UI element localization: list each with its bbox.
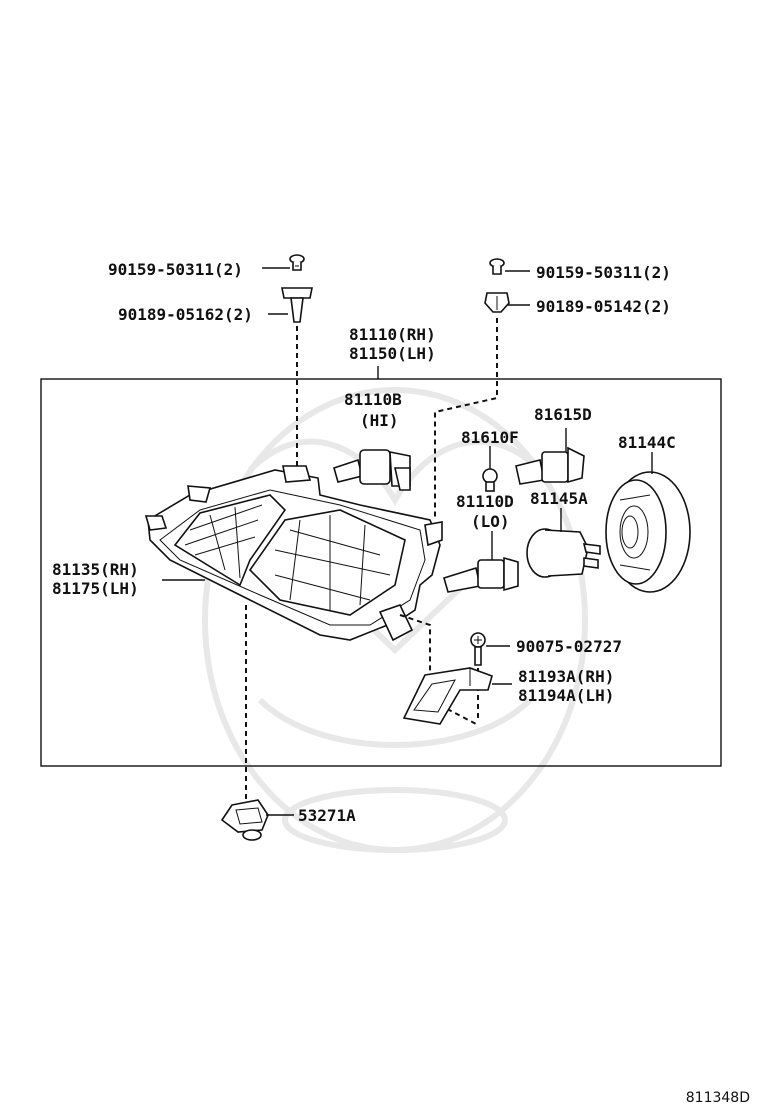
assembly-frame (40, 378, 722, 767)
label-clip-left: 90189-05162(2) (118, 305, 253, 324)
label-screw: 90075-02727 (516, 637, 622, 656)
cover-81144c-icon (605, 452, 691, 593)
label-retainer: 53271A (298, 806, 356, 825)
label-headlamp-rh: 81110(RH) (349, 325, 436, 344)
label-bolt-left: 90159-50311(2) (108, 260, 243, 279)
label-lens-lh: 81175(LH) (52, 579, 139, 598)
label-socket-145a: 81145A (530, 489, 588, 508)
bolt-right-icon (489, 258, 505, 275)
clip-right-icon (484, 292, 510, 313)
clip-left-icon (281, 287, 313, 323)
label-bolt-right: 90159-50311(2) (536, 263, 671, 282)
label-bulb-hi-note: (HI) (360, 411, 399, 430)
clip-right-dash (434, 318, 498, 520)
bulb-lo-icon (443, 531, 519, 593)
label-bracket-lh: 81194A(LH) (518, 686, 614, 705)
bulb-81610f-icon (482, 446, 498, 492)
diagram-reference-code: 811348D (685, 1090, 750, 1106)
bulb-hi-icon (333, 449, 411, 491)
label-bulb-lo-note: (LO) (471, 512, 510, 531)
bulb-81615d-icon (515, 428, 585, 485)
headlamp-housing-icon (144, 465, 443, 642)
socket-81145a-icon (526, 508, 601, 578)
label-headlamp-lh: 81150(LH) (349, 344, 436, 363)
label-cover-144c: 81144C (618, 433, 676, 452)
label-bulb-lo-part: 81110D (456, 492, 514, 511)
retainer-icon (220, 799, 269, 841)
bracket-icon (402, 667, 493, 725)
label-bulb-610f: 81610F (461, 428, 519, 447)
bolt-left-icon (289, 254, 305, 271)
screw-icon (470, 632, 486, 666)
label-clip-right: 90189-05142(2) (536, 297, 671, 316)
label-bulb-hi-part: 81110B (344, 390, 402, 409)
label-bracket-rh: 81193A(RH) (518, 667, 614, 686)
watermark-emblem (202, 387, 588, 853)
label-bulb-615d: 81615D (534, 405, 592, 424)
label-lens-rh: 81135(RH) (52, 560, 139, 579)
